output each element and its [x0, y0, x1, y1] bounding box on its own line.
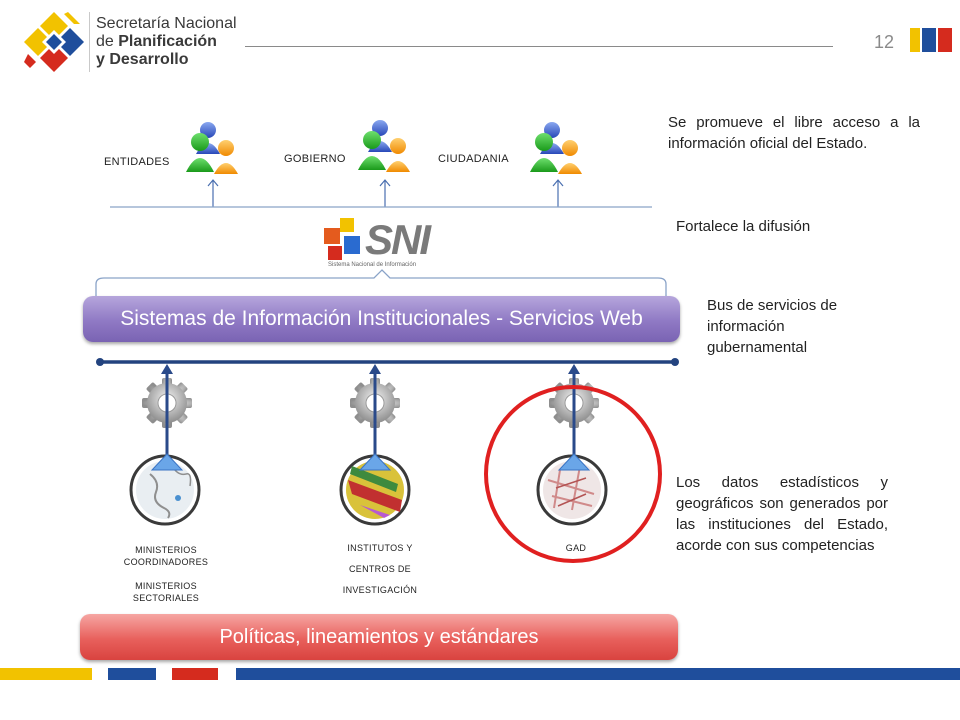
secretaria-logo-icon [24, 12, 84, 72]
footer-stripe-yellow [0, 668, 92, 680]
footer-stripe-blue-long [236, 668, 960, 680]
highlight-circle [484, 385, 662, 563]
org-name-line1: Secretaría Nacional [96, 15, 237, 32]
consumer-label-entidades: ENTIDADES [104, 156, 170, 168]
note-bus: Bus de servicios de información gubernam… [707, 297, 838, 356]
source-label-institutos-3: INVESTIGACIÓN [342, 585, 418, 595]
source-label-institutos-1: INSTITUTOS Y [347, 543, 413, 553]
triangle-marker [150, 453, 184, 471]
arrow-up-icon [207, 179, 219, 207]
note-libre-acceso: Se promueve el libre acceso a la informa… [668, 114, 920, 152]
flag-stripe-yellow [910, 28, 920, 52]
source-label-ministerios-sect: MINISTERIOS SECTORIALES [132, 581, 200, 603]
source-label-ministerios-coord: MINISTERIOS COORDINADORES [123, 545, 209, 567]
flag-stripe-red [938, 28, 952, 52]
arrow-head-icon [369, 364, 381, 374]
consumer-label-gobierno: GOBIERNO [284, 153, 346, 165]
arrow-head-icon [568, 364, 580, 374]
page-number: 12 [873, 32, 894, 52]
bracket [95, 269, 667, 298]
services-bar: Sistemas de Información Institucionales … [83, 296, 680, 342]
arrow-head-icon [161, 364, 173, 374]
users-icon [530, 122, 582, 174]
consumer-label-ciudadania: CIUDADANIA [438, 153, 509, 165]
note-difusion: Fortalece la difusión [676, 218, 811, 235]
sni-cubes-icon [324, 218, 360, 260]
sni-logo-text: SNI [365, 216, 431, 263]
source-node-ministerios [129, 454, 201, 526]
org-name-line3: y Desarrollo [96, 51, 189, 68]
policies-bar: Políticas, lineamientos y estándares [80, 614, 678, 660]
footer-stripe-blue [108, 668, 156, 680]
source-node-institutos [339, 454, 411, 526]
footer-stripe-red [172, 668, 218, 680]
brand-separator [89, 12, 90, 72]
triangle-marker [358, 453, 392, 471]
users-icon [186, 122, 238, 174]
users-icon [358, 120, 410, 172]
flag-stripe-blue [922, 28, 936, 52]
header-rule [245, 46, 833, 47]
arrow-up-icon [379, 179, 391, 207]
sni-logo-subtitle: Sistema Nacional de Información [328, 262, 417, 268]
source-label-gad: GAD [565, 543, 587, 553]
org-name-line2: de Planificación [96, 33, 217, 50]
note-datos: Los datos estadísticos y geográficos son… [676, 474, 888, 554]
source-label-institutos-2: CENTROS DE [348, 564, 411, 574]
bus-endpoint [671, 358, 679, 366]
bus-endpoint [96, 358, 104, 366]
arrow-up-icon [552, 179, 564, 207]
triangle-marker [557, 453, 591, 471]
